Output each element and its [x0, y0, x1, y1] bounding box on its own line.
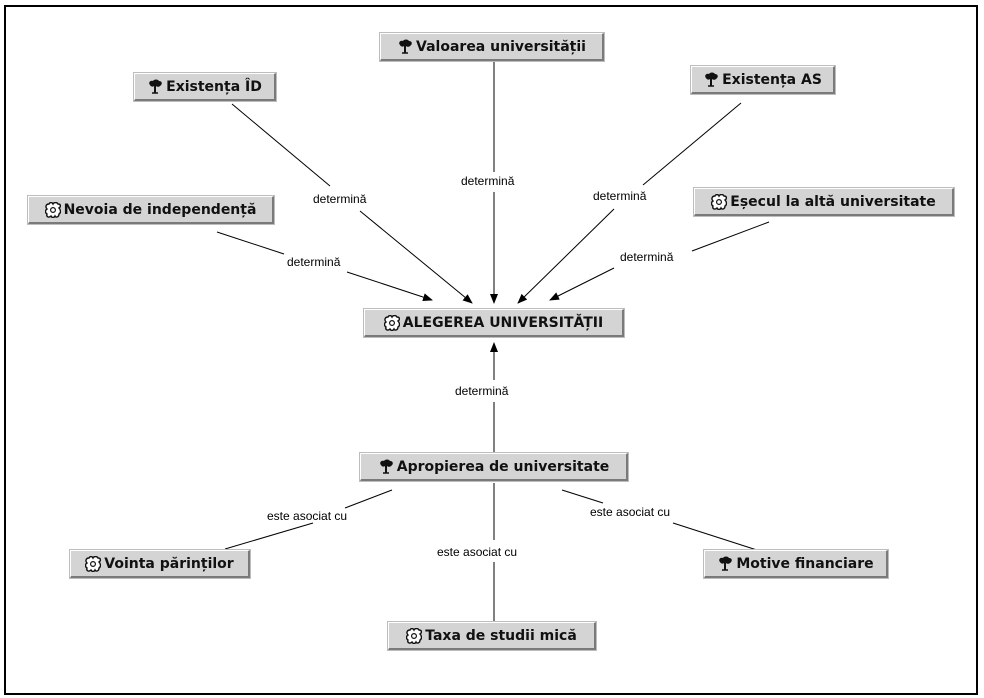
node-vointa[interactable]: Vointa părinților	[69, 549, 251, 579]
edge-label-apropierea: determină	[455, 384, 509, 398]
node-motive[interactable]: Motive financiare	[703, 549, 889, 579]
edge-label-esecul: determină	[620, 250, 674, 264]
edge-existenta-id-center	[231, 103, 331, 187]
node-label: Apropierea de universitate	[396, 458, 610, 475]
edge-label-taxa: este asociat cu	[437, 545, 517, 559]
concept-icon	[406, 627, 423, 644]
edge-existenta-id-center-arrow	[359, 210, 473, 304]
concept-icon	[44, 201, 61, 218]
diagram-frame	[4, 5, 978, 695]
node-center[interactable]: ALEGEREA UNIVERSITĂȚII	[363, 308, 625, 338]
node-esecul[interactable]: Eșecul la altă universitate	[693, 187, 955, 217]
edge-label-existenta-as: determină	[593, 189, 647, 203]
edge-apropierea-motive	[561, 489, 604, 504]
edge-label-existenta-id: determină	[313, 192, 367, 206]
tree-icon	[378, 459, 394, 475]
edge-existenta-as-center-arrow	[517, 208, 615, 304]
node-label: Existența ÎD	[166, 78, 262, 95]
edge-label-motive: este asociat cu	[590, 505, 670, 519]
edge-label-vointa: este asociat cu	[267, 509, 347, 523]
node-existenta-as[interactable]: Existența AS	[690, 65, 836, 95]
tree-icon	[703, 72, 719, 88]
concept-icon	[85, 555, 102, 572]
edge-apropierea-vointa	[344, 489, 393, 509]
edge-nevoia-center-arrow	[346, 271, 433, 301]
edge-label-nevoia: determină	[287, 255, 341, 269]
node-taxa[interactable]: Taxa de studii mică	[387, 621, 597, 651]
edge-nevoia-center	[216, 231, 285, 255]
node-existenta-id[interactable]: Existența ÎD	[133, 72, 277, 102]
node-label: Vointa părinților	[104, 555, 234, 572]
node-label: Eșecul la altă universitate	[730, 193, 936, 210]
concept-icon	[711, 193, 728, 210]
node-valoarea[interactable]: Valoarea universității	[379, 32, 605, 62]
tree-icon	[147, 79, 163, 95]
edge-apropierea-motive-2	[672, 522, 761, 552]
tree-icon	[717, 556, 733, 572]
concept-icon	[383, 314, 400, 331]
edge-existenta-as-center-line	[642, 102, 742, 186]
node-label: Nevoia de independență	[63, 201, 257, 218]
edge-esecul-center	[691, 221, 770, 252]
node-apropierea[interactable]: Apropierea de universitate	[359, 452, 629, 482]
node-label: ALEGEREA UNIVERSITĂȚII	[402, 314, 604, 331]
edge-esecul-center-arrow	[549, 267, 615, 301]
edge-apropierea-vointa-2	[224, 522, 314, 550]
node-label: Existența AS	[722, 71, 822, 88]
tree-icon	[397, 39, 413, 55]
node-label: Motive financiare	[736, 555, 874, 572]
edge-label-valoarea: determină	[461, 174, 515, 188]
node-label: Valoarea universității	[416, 38, 586, 55]
node-nevoia[interactable]: Nevoia de independență	[27, 195, 275, 225]
node-label: Taxa de studii mică	[425, 627, 577, 644]
